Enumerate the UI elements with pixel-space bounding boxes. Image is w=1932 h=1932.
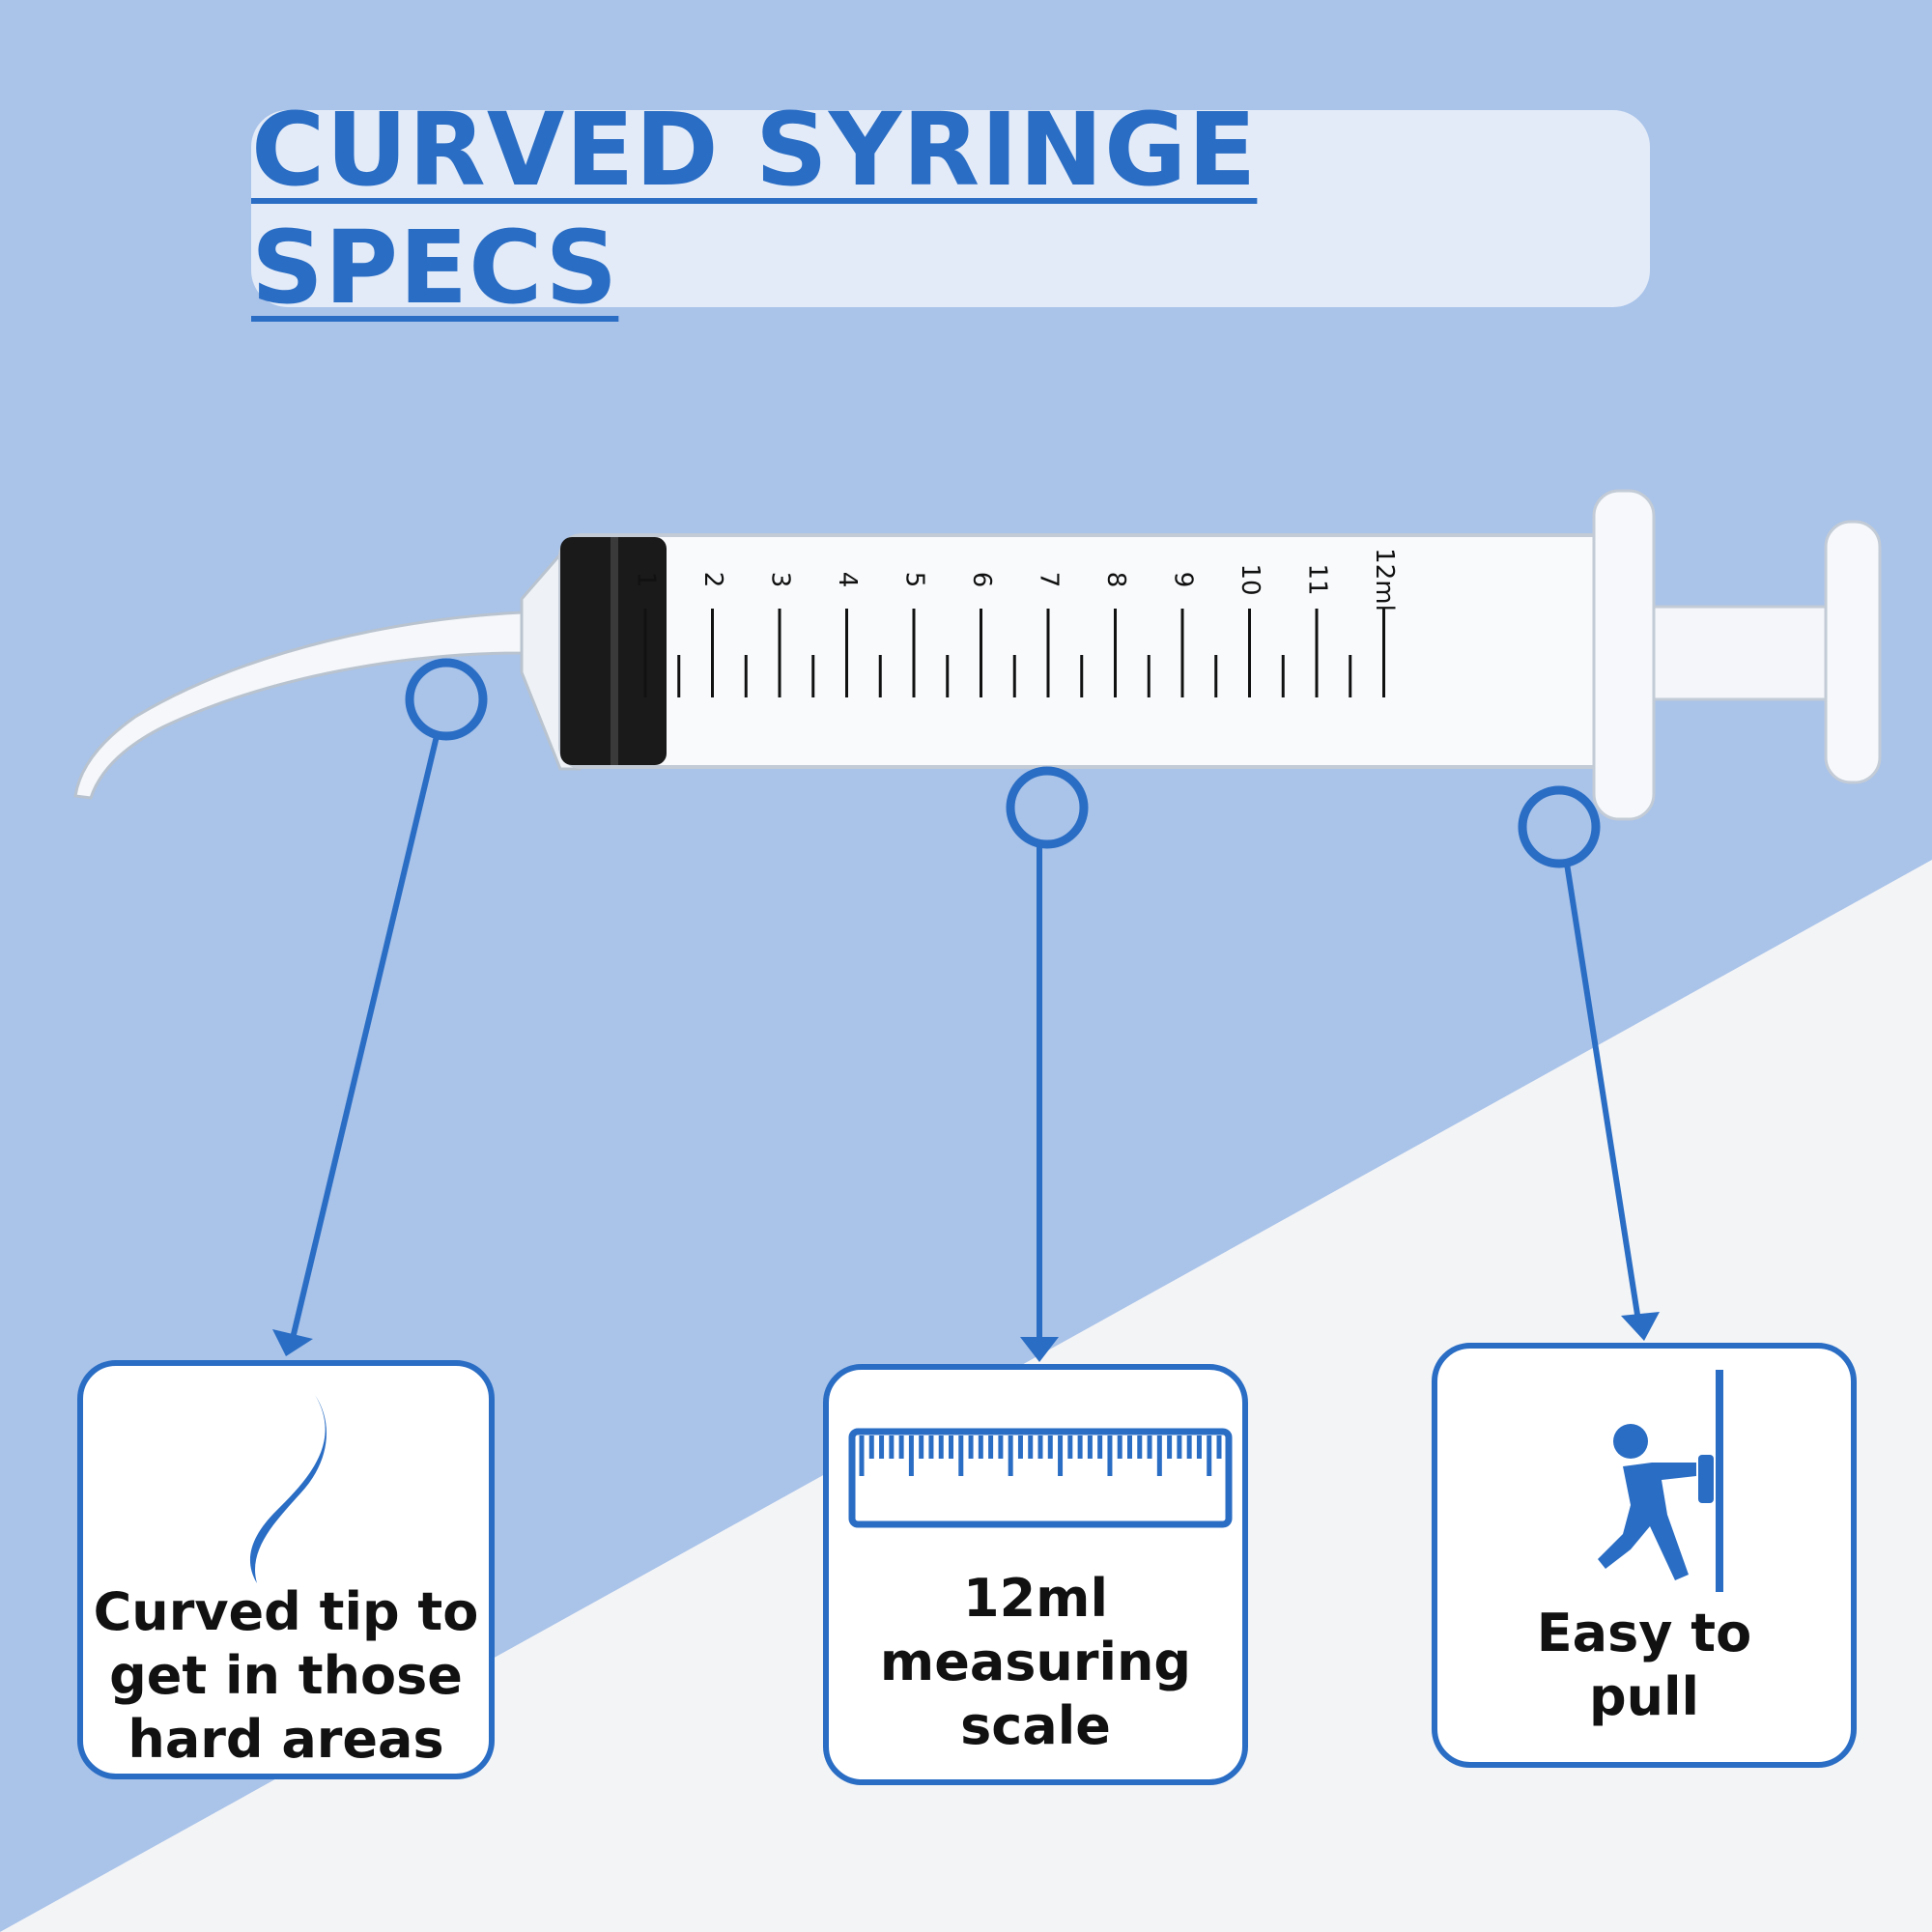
- feature-label-curved-tip: Curved tip to get in those hard areas: [93, 1581, 479, 1770]
- syringe-image: 1 2 3 4 5 6 7 8 9 10 11 12ml: [73, 489, 1882, 821]
- syringe-scale: 1 2 3 4 5 6 7 8 9 10 11 12ml: [632, 548, 1399, 697]
- scale-label: 7: [1035, 572, 1064, 588]
- arrow-head-scale: [1020, 1337, 1059, 1362]
- title-banner: CURVED SYRINGE SPECS: [251, 91, 1650, 327]
- callout-circle-plunger: [1518, 785, 1601, 868]
- scale-label: 10: [1236, 563, 1264, 595]
- scale-label: 8: [1101, 572, 1130, 588]
- connector-line-plunger: [1564, 863, 1643, 1334]
- feature-card-easy-pull: Easy to pull: [1432, 1343, 1857, 1768]
- callout-circle-tip: [405, 658, 488, 741]
- scale-label: 4: [833, 572, 862, 588]
- curve-icon: [249, 1395, 327, 1583]
- scale-label: 9: [1169, 572, 1198, 588]
- feature-card-measuring-scale: 12ml measuring scale: [823, 1364, 1248, 1785]
- scale-label: 6: [967, 572, 996, 588]
- scale-label: 12ml: [1370, 548, 1399, 611]
- connector-line-tip: [287, 735, 440, 1351]
- arrow-head-plunger: [1621, 1312, 1660, 1341]
- scale-label: 3: [766, 572, 795, 588]
- syringe-thumb-pad: [1824, 520, 1882, 784]
- callout-circle-scale: [1006, 766, 1089, 849]
- feature-label-easy-pull: Easy to pull: [1536, 1603, 1752, 1727]
- syringe-plunger-rod: [1640, 605, 1837, 701]
- scale-label: 5: [900, 572, 929, 588]
- syringe-flange: [1592, 489, 1656, 821]
- scale-label: 1: [632, 572, 661, 588]
- arrow-head-tip: [272, 1329, 313, 1356]
- scale-label: 2: [698, 572, 727, 588]
- scale-label: 11: [1303, 563, 1332, 595]
- feature-label-measuring-scale: 12ml measuring scale: [879, 1568, 1192, 1756]
- page-title: CURVED SYRINGE SPECS: [251, 91, 1258, 327]
- feature-card-curved-tip: Curved tip to get in those hard areas: [77, 1360, 495, 1779]
- syringe-curved-tip: [73, 611, 524, 800]
- ruler-icon: [848, 1428, 1233, 1528]
- person-pushing-icon: [1598, 1370, 1723, 1592]
